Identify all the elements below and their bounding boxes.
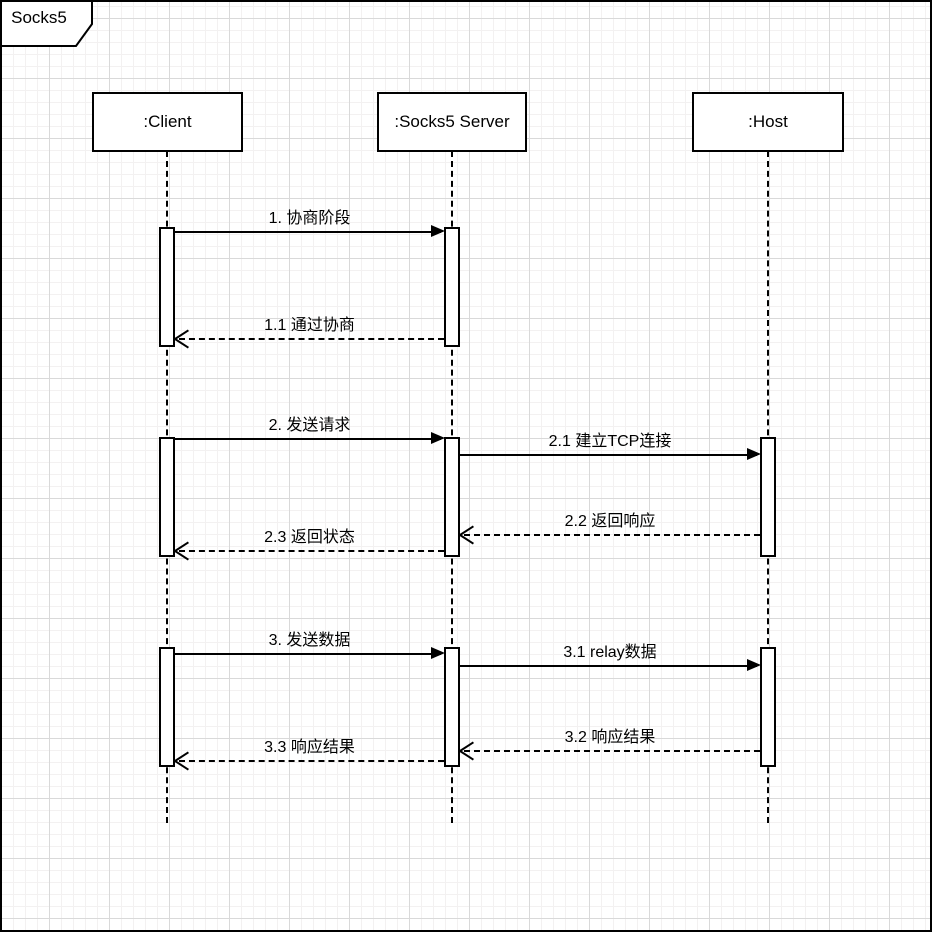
message-2-label: 2. 发送请求 [268,417,351,434]
lifeline-head-server[interactable]: :Socks5 Server [377,92,527,152]
arrowhead-filled-icon [747,448,761,460]
message-2-line [175,438,441,440]
lifeline-head-host[interactable]: :Host [692,92,844,152]
message-3-1-label: 3.1 relay数据 [563,644,657,661]
activation-server-2[interactable] [444,437,460,557]
activation-host-3[interactable] [760,647,776,767]
frame-title-tab[interactable]: Socks5 [2,2,94,48]
arrowhead-filled-icon [431,225,445,237]
message-3-2-line [464,750,760,752]
lifeline-head-client[interactable]: :Client [92,92,243,152]
activation-client-1[interactable] [159,227,175,347]
arrowhead-filled-icon [431,647,445,659]
message-3-1-line [460,665,757,667]
message-1-1-line [179,338,444,340]
activation-server-3[interactable] [444,647,460,767]
message-3-3-label: 3.3 响应结果 [264,739,355,756]
message-2-3-line [179,550,444,552]
message-2-1-label: 2.1 建立TCP连接 [548,433,672,450]
message-1-1-label: 1.1 通过协商 [264,317,355,334]
activation-host-2[interactable] [760,437,776,557]
arrowhead-filled-icon [431,432,445,444]
message-3-label: 3. 发送数据 [268,632,351,649]
activation-server-1[interactable] [444,227,460,347]
lifeline-label-client: :Client [143,112,192,131]
message-1-line [175,231,441,233]
lifeline-label-host: :Host [748,112,788,131]
message-3-3-line [179,760,444,762]
activation-client-2[interactable] [159,437,175,557]
lifeline-label-server: :Socks5 Server [394,112,510,131]
frame-tab-shape-icon [2,2,93,47]
message-2-2-label: 2.2 返回响应 [564,513,656,530]
arrowhead-filled-icon [747,659,761,671]
message-2-2-line [464,534,760,536]
activation-client-3[interactable] [159,647,175,767]
message-3-line [175,653,441,655]
message-2-3-label: 2.3 返回状态 [264,529,355,546]
message-3-2-label: 3.2 响应结果 [564,729,656,746]
frame-title: Socks5 [11,8,67,27]
message-2-1-line [460,454,757,456]
message-1-label: 1. 协商阶段 [268,210,351,227]
